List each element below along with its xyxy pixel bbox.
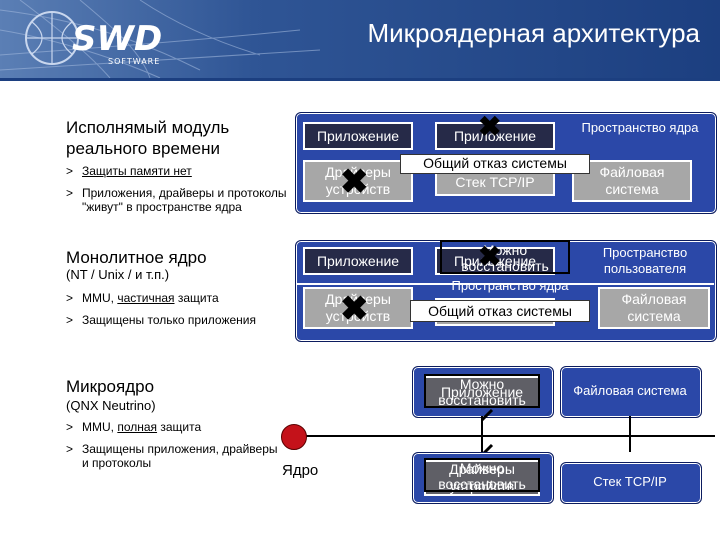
bullet-text: MMU, [82,291,118,305]
section2-bullet2-text: Защищены только приложения [82,313,256,327]
header-decoration [0,0,321,78]
bullet-marker: > [66,186,74,200]
mono-recoverable-label: Можно восстановить [440,240,570,274]
mono-app1-box: Приложение [303,247,413,275]
mono-app-cross-icon: ✖ [478,241,502,272]
bullet-text: MMU, [82,420,118,434]
micro-recoverable2-label: Можно восстановить [424,458,540,492]
section3-bullet1: > MMU, полная защита [66,420,297,434]
section1-bullet1-text: Защиты памяти нет [82,164,192,178]
section2-subheading: (NT / Unix / и т.п.) [66,267,170,282]
section3-bullet2-text: Защищены приложения, драйверы и протокол… [82,442,278,470]
section3-bullet2: > Защищены приложения, драйверы и протоко… [66,442,282,470]
rtos-app1-box: Приложение [303,122,413,150]
section2-bullet1: > MMU, частичная защита [66,291,297,305]
bullet-underlined: полная [117,420,158,434]
header-divider [0,78,720,81]
rtos-app-cross-icon: ✖ [478,111,502,142]
section3-subheading: (QNX Neutrino) [66,398,156,413]
mono-app2-box: Приложение [435,247,555,275]
header-banner: SWD SOFTWARE Микроядерная архитектура [0,0,720,78]
logo-text: SWD [72,19,162,59]
rtos-app2-box: Приложение [435,122,555,150]
mono-driver-box: Драйверы устройств [303,287,413,329]
section1-heading: Исполнямый модуль реального времени [66,118,230,158]
micro-recoverable1-label: Можно восстановить [424,374,540,408]
bullet-marker: > [66,313,74,327]
bullet-marker: > [66,420,74,434]
bullet-text: защита [174,291,219,305]
micro-break-mark [480,408,494,422]
mono-driver-cross-icon: ✖ [340,290,369,328]
bullet-marker: > [66,164,74,178]
mono-user-space-label: Пространство пользователя [602,245,688,276]
rtos-fs-box: Файловая система [572,160,692,202]
bullet-marker: > [66,442,74,456]
section1-bullet2-text: Приложения, драйверы и протоколы "живут"… [82,186,287,214]
section1-bullet1: > Защиты памяти нет [66,164,297,178]
section3-heading: Микроядро [66,377,155,396]
mono-space-divider [296,283,714,285]
micro-kernel-label: Ядро [282,462,319,479]
section2-heading: Монолитное ядро [66,248,207,267]
micro-fs-box: Файловая система [565,370,695,412]
bullet-text: защита [157,420,202,434]
section2-bullet2: > Защищены только приложения [66,313,282,327]
rtos-driver-cross-icon: ✖ [340,163,369,201]
swd-logo: SWD SOFTWARE [25,11,162,66]
micro-kernel-node [281,424,307,450]
mono-kernel-space-label: Пространство ядра [451,278,569,293]
mono-fs-box: Файловая система [598,287,710,329]
micro-tcp-box: Стек TCP/IP [565,466,695,498]
page-title: Микроядерная архитектура [367,18,701,48]
mono-system-failure-label: Общий отказ системы [410,300,590,322]
bullet-marker: > [66,291,74,305]
logo-subtext: SOFTWARE [108,57,160,66]
bullet-underlined: частичная [117,291,175,305]
rtos-system-failure-label: Общий отказ системы [400,154,590,174]
rtos-driver-box: Драйверы устройств [303,160,413,202]
rtos-kernel-space-label: Пространство ядра [581,120,699,135]
section1-bullet2: > Приложения, драйверы и протоколы "живут… [66,186,297,214]
